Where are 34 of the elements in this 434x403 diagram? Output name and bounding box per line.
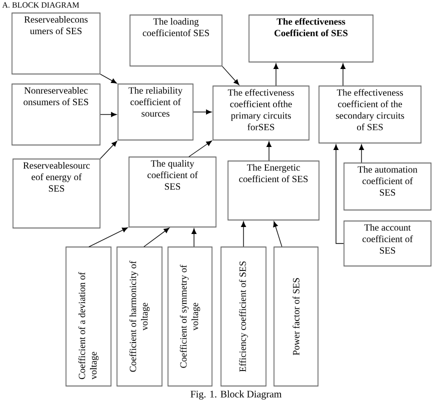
text-box: The account coefficient of SES	[344, 220, 432, 266]
arrow	[266, 141, 272, 161]
arrow	[193, 110, 212, 114]
text-box: The effectiveness coefficient of the secondary circuits of SES	[318, 86, 422, 144]
text-box: Nonreserveablec onsumers of SES	[12, 84, 100, 146]
text-box: The reliability coefficient of sources	[118, 84, 194, 140]
arrow	[222, 66, 240, 86]
text-box: Power factor of SES	[274, 246, 318, 386]
arrow	[100, 140, 118, 160]
text-box: The quality coefficient of SES	[128, 156, 216, 228]
text-box: Efficiency coefficient of SES	[220, 246, 266, 386]
text-box: The loading coefficientof SES	[130, 14, 222, 66]
title: A. BLOCK DIAGRAM	[2, 2, 80, 8]
arrow	[100, 74, 117, 84]
arrow	[273, 221, 282, 247]
arrow	[100, 112, 117, 117]
text-box: The Energetic coefficient of SES	[228, 160, 320, 220]
text-box: Reserveablesourc eof energy of SES	[12, 158, 100, 228]
text-box: The automation coefficient of SES	[344, 162, 432, 210]
text-box: The effectiveness Coefficient of SES	[248, 14, 374, 62]
arrow	[88, 227, 128, 248]
arrow	[359, 144, 364, 163]
arrow	[340, 63, 346, 86]
text-box: Coefficient of symmetry of voltage	[168, 246, 212, 386]
caption: Fig. 1. Block Diagram	[190, 390, 282, 400]
arrow	[241, 221, 246, 247]
text-box: The effectiveness coefficient ofthe primary circuits forSES	[212, 86, 310, 140]
text-box: Reserveablecons umers of SES	[12, 12, 100, 74]
arrow	[188, 140, 212, 158]
text-box: Coefficient of a deviation of voltage	[66, 246, 112, 386]
arrow	[274, 63, 278, 86]
arrow	[144, 228, 170, 248]
arrow	[192, 228, 196, 247]
arrow	[334, 144, 344, 244]
